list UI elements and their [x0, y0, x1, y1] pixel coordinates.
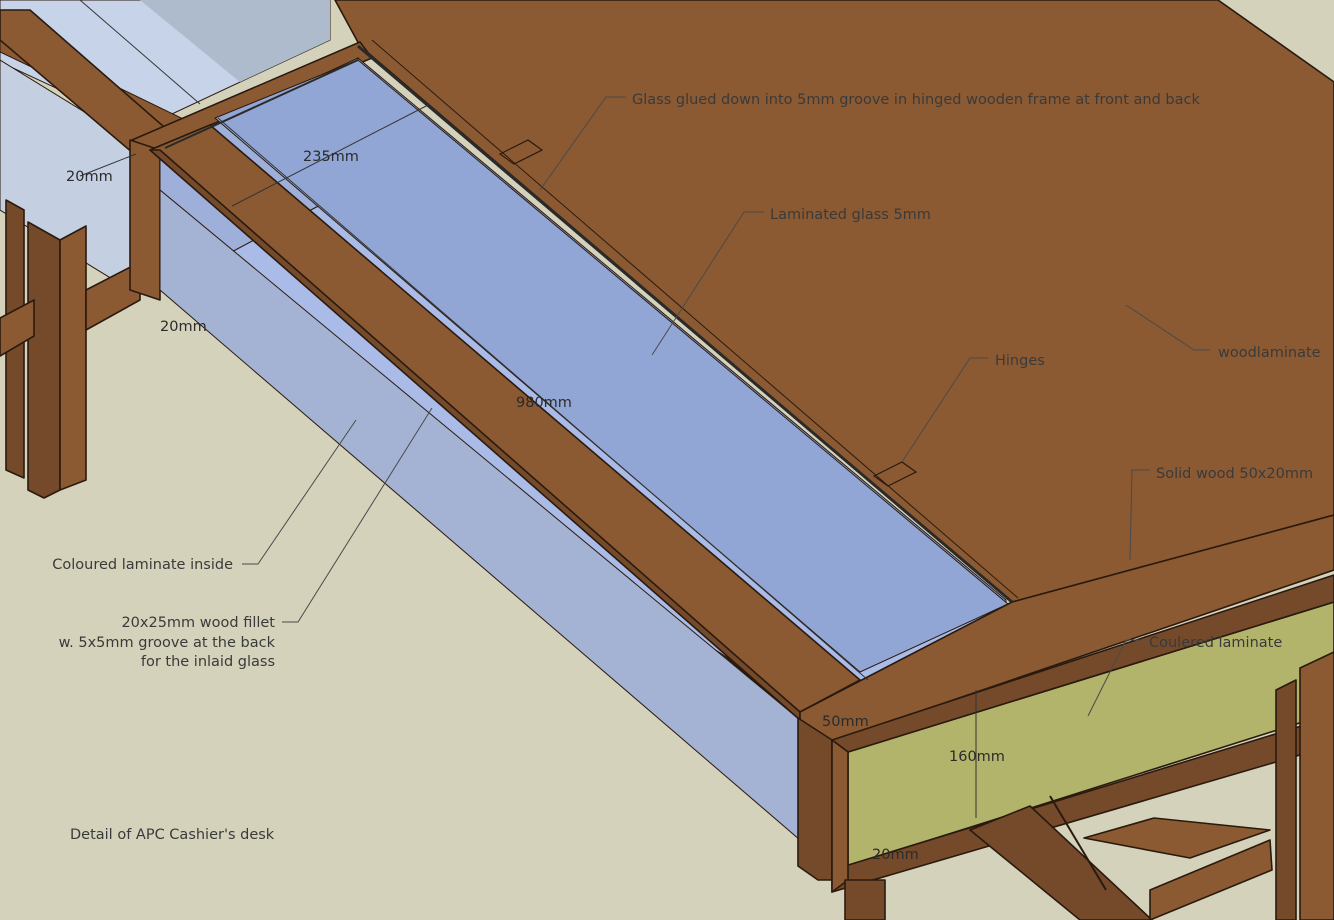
label-fillet-1: 20x25mm wood fillet: [121, 615, 275, 631]
left-lower-rail: [85, 261, 141, 331]
dim-160: 160mm: [949, 749, 1005, 765]
hinge-top: [498, 139, 544, 165]
glass-frame-edge: [164, 59, 359, 149]
dim-980: 980mm: [516, 395, 572, 411]
left-glass-shade: [140, 0, 330, 82]
diagonal-strut: [1049, 795, 1107, 891]
left-mid-post: [129, 139, 161, 301]
dim-top-line: [79, 0, 201, 105]
label-solid-wood: Solid wood 50x20mm: [1156, 466, 1313, 482]
lower-brace-left: [969, 805, 1153, 920]
hinge-bottom: [872, 461, 918, 487]
left-leg-front: [27, 221, 61, 499]
lower-brace-right: [1149, 839, 1273, 920]
label-laminated-glass: Laminated glass 5mm: [770, 207, 931, 223]
hinged-frame-line: [371, 39, 1019, 599]
lower-brace-mid: [1083, 817, 1271, 859]
leader-laminated-glass: [651, 211, 764, 356]
front-corner-post: [797, 717, 833, 881]
leader-hinges: [901, 357, 988, 463]
right-leg-b: [1299, 651, 1334, 920]
label-coulered-laminate: Coulered laminate: [1149, 635, 1282, 651]
label-glass-glued: Glass glued down into 5mm groove in hing…: [632, 92, 1200, 108]
drawing-caption: Detail of APC Cashier's desk: [70, 827, 275, 843]
left-leg-front-side: [59, 225, 87, 491]
front-leg: [844, 879, 886, 920]
dim-20-top: 20mm: [66, 169, 113, 185]
glass-hinge-edge: [357, 44, 1013, 604]
right-leg-a: [1275, 679, 1297, 920]
dim-235: 235mm: [303, 149, 359, 165]
leader-glass-glued: [539, 96, 626, 191]
dim-20-bottom: 20mm: [872, 847, 919, 863]
label-fillet-3: for the inlaid glass: [141, 654, 275, 670]
leader-fillet: [282, 407, 433, 623]
leader-woodlaminate: [1125, 304, 1210, 351]
dim-20-left: 20mm: [160, 319, 207, 335]
dim-50: 50mm: [822, 714, 869, 730]
label-fillet-2: w. 5x5mm groove at the back: [59, 635, 276, 651]
label-woodlaminate: woodlaminate: [1218, 345, 1321, 361]
laminated-glass-panel: [214, 59, 1009, 673]
label-hinges: Hinges: [995, 353, 1045, 369]
leader-coulered-laminate: [1087, 639, 1142, 717]
dim-235-line: [231, 103, 431, 207]
dim-980-line: [217, 117, 869, 681]
label-coloured-inside: Coloured laminate inside: [52, 557, 233, 573]
left-crossbar: [0, 299, 35, 357]
dim-20-top-line: [79, 153, 137, 177]
front-frame-left: [831, 739, 849, 893]
leader-solid-wood: [1129, 469, 1150, 561]
leader-coloured-inside: [242, 419, 357, 565]
